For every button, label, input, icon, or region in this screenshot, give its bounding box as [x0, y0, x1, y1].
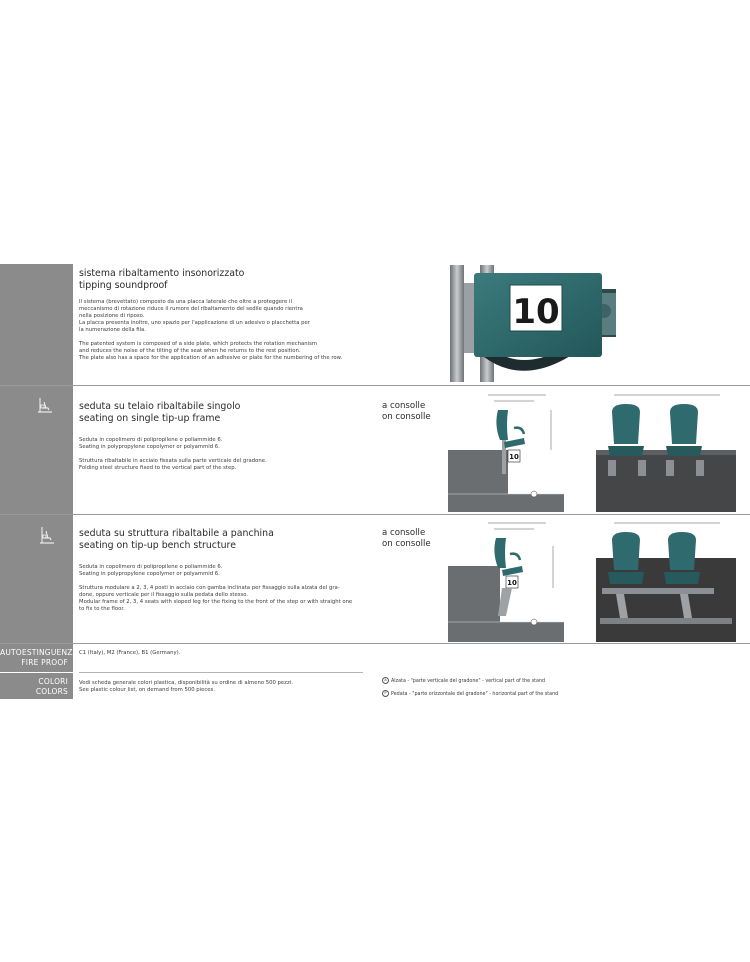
legend-text-p: Pedata - "parte orizzontale del gradone"… [391, 692, 559, 697]
sidebar-fire-proof: AUTOESTINGUENZA FIRE PROOF [0, 644, 78, 672]
section1-para-en-3: The plate also has a space for the appli… [79, 355, 343, 361]
section3-title-en: seating on tip-up bench structure [79, 540, 236, 551]
colors-label-en: COLORS [35, 687, 68, 696]
section1-para-it-3: nella posizione di riposo. [79, 313, 145, 319]
plate-number: 10 [512, 292, 559, 332]
section3-console-it: a consolle [382, 528, 426, 538]
section-bench-tipup: seduta su struttura ribaltabile a panchi… [79, 528, 379, 613]
section2-para1-it: Seduta in copolimero di polipropilene o … [79, 437, 223, 443]
section2-console-en: on consolle [382, 412, 431, 422]
legend-symbol-a: A [382, 677, 389, 684]
section3-title-it: seduta su struttura ribaltabile a panchi… [79, 528, 274, 539]
colors-text-it: Vedi scheda generale colori plastica, di… [79, 680, 293, 686]
single-seat-technical-drawing: 10 [448, 394, 564, 512]
section2-console-it: a consolle [382, 401, 426, 411]
svg-text:10: 10 [509, 453, 519, 461]
section2-para2-it: Struttura ribaltabile in acciaio fissata… [79, 458, 267, 464]
fire-proof-text: C1 (Italy), M2 (France), B1 (Germany). [79, 650, 181, 656]
colors-text-en: See plastic colour list, on demand from … [79, 687, 216, 693]
section3-console-en: on consolle [382, 539, 431, 549]
bench-seat-diagram-icon [40, 527, 54, 544]
divider-4 [79, 672, 363, 673]
section3-para1-it: Seduta in copolimero di polipropilene o … [79, 564, 223, 570]
section3-para1-en: Seating in polypropylene copolymer or po… [79, 571, 220, 577]
legend-symbol-p: P [382, 690, 389, 697]
bench-seat-photo [596, 522, 736, 642]
section1-para-it-1: Il sistema (brevettato) composto da una … [79, 299, 292, 305]
divider-3 [0, 643, 750, 644]
side-plate-photo: 10 [448, 265, 618, 382]
section1-para-en-1: The patented system is composed of a sid… [79, 341, 318, 347]
section1-para-it-5: la numerazione della fila. [79, 327, 146, 333]
section1-para-en-2: and reduces the noise of the tilting of … [79, 348, 301, 354]
sidebar-colors: COLORI COLORS [0, 673, 73, 699]
section3-para2-2: done, oppure verticale per il fissaggio … [79, 592, 249, 598]
section2-title-en: seating on single tip-up frame [79, 413, 221, 424]
colors-text: Vedi scheda generale colori plastica, di… [79, 680, 293, 694]
section-tipping-soundproof: sistema ribaltamento insonorizzato tippi… [79, 268, 439, 362]
section3-para2-3: Modular frame of 2, 3, 4 seats with slop… [79, 599, 353, 605]
section3-para2-4: to fix to the floor. [79, 606, 125, 612]
divider-2 [0, 514, 750, 515]
fire-label-it: AUTOESTINGUENZA [0, 648, 78, 657]
legend-text-a: Alzata - "parte verticale del gradone" -… [391, 679, 546, 684]
single-seat-photo [596, 394, 736, 512]
section2-para2-en: Folding steel structure fixed to the ver… [79, 465, 237, 471]
section2-title-it: seduta su telaio ribaltabile singolo [79, 401, 241, 412]
section1-para-it-4: La placca presenta inoltre, uno spazio p… [79, 320, 310, 326]
fire-label-en: FIRE PROOF [21, 658, 68, 667]
sidebar-block-2 [0, 386, 73, 514]
bench-seat-technical-drawing: 10 [448, 522, 564, 642]
section1-title-en: tipping soundproof [79, 280, 168, 291]
section2-para1-en: Seating in polypropylene copolymer or po… [79, 444, 220, 450]
colors-label-it: COLORI [38, 677, 68, 686]
section1-para-it-2: meccanismo di rotazione riduce il rumore… [79, 306, 303, 312]
section3-console-label: a consolle on consolle [382, 528, 431, 550]
sidebar-block-3 [0, 515, 73, 643]
divider-1 [0, 385, 750, 386]
section1-title-it: sistema ribaltamento insonorizzato [79, 268, 245, 279]
single-seat-diagram-icon [38, 398, 52, 413]
section-single-tipup: seduta su telaio ribaltabile singolo sea… [79, 401, 379, 472]
section3-para2-1: Struttura modulare a 2, 3, 4 posti in ac… [79, 585, 340, 591]
sidebar-block-1 [0, 264, 73, 385]
svg-text:10: 10 [507, 579, 517, 587]
section2-console-label: a consolle on consolle [382, 401, 431, 423]
